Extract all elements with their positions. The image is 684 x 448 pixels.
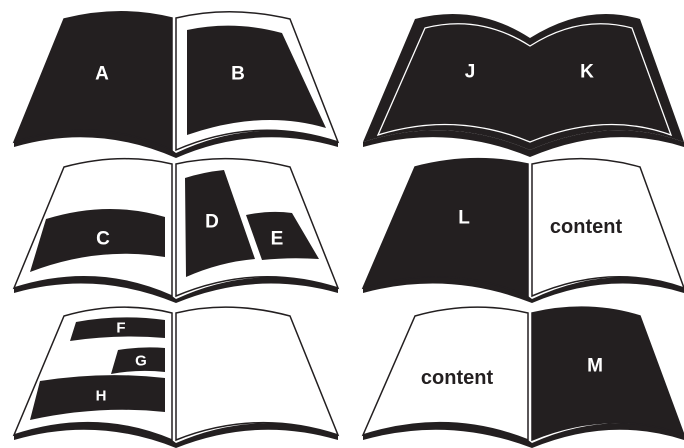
block-f-label: F	[116, 320, 125, 337]
content-right-label: content	[550, 216, 623, 238]
content-left-label: content	[421, 367, 494, 389]
book-4-left-page	[363, 159, 528, 296]
book-6-right-page	[532, 307, 684, 440]
block-j-label: J	[465, 62, 476, 83]
book-2-spread	[363, 14, 684, 150]
book-5-right-page	[176, 307, 338, 440]
block-e-label: E	[271, 229, 284, 250]
book-5: F G H	[14, 307, 338, 448]
book-6: content M	[363, 307, 684, 448]
block-g-label: G	[135, 353, 147, 370]
block-h-label: H	[96, 388, 107, 405]
block-b-label: B	[231, 64, 245, 85]
book-4: L content	[363, 159, 684, 303]
block-c-label: C	[96, 229, 110, 250]
book-2: J K	[363, 14, 684, 157]
block-l-label: L	[458, 208, 470, 229]
block-k-label: K	[580, 62, 594, 83]
book-3: C D E	[14, 159, 338, 303]
book-1-left-page	[14, 12, 172, 150]
book-1: A B	[14, 12, 338, 158]
block-m-label: M	[587, 356, 603, 377]
block-a-label: A	[95, 64, 109, 85]
block-d-label: D	[205, 212, 219, 233]
